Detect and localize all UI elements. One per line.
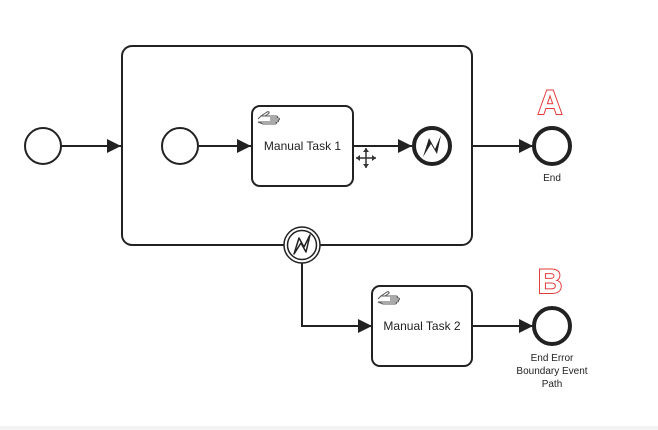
task2-label: Manual Task 2 <box>383 319 460 333</box>
end-error-boundary-event[interactable] <box>532 306 572 346</box>
canvas-bottom-edge <box>0 426 658 430</box>
end-error-label-line-3: Path <box>542 379 563 390</box>
subprocess-start-event[interactable] <box>161 127 199 165</box>
lightning-bolt-icon <box>423 135 441 157</box>
marker-a: A <box>538 84 563 122</box>
end-event-label: End <box>543 173 561 184</box>
marker-b: B <box>538 263 563 301</box>
task1-label: Manual Task 1 <box>264 139 341 153</box>
lightning-bolt-icon <box>293 234 311 255</box>
hand-icon <box>257 111 280 125</box>
end-event[interactable] <box>532 126 572 166</box>
move-cursor-icon <box>356 148 376 168</box>
flow-boundary-to-task2[interactable] <box>301 263 372 333</box>
end-error-label-line-2: Boundary Event <box>516 366 587 377</box>
error-boundary-event[interactable] <box>283 226 321 264</box>
manual-task-1[interactable]: Manual Task 1 <box>251 105 354 187</box>
manual-task-2[interactable]: Manual Task 2 <box>371 285 473 367</box>
end-error-label-line-1: End Error <box>531 353 574 364</box>
start-event[interactable] <box>24 127 62 165</box>
error-end-event-subprocess[interactable] <box>412 126 452 166</box>
hand-icon <box>377 291 400 305</box>
